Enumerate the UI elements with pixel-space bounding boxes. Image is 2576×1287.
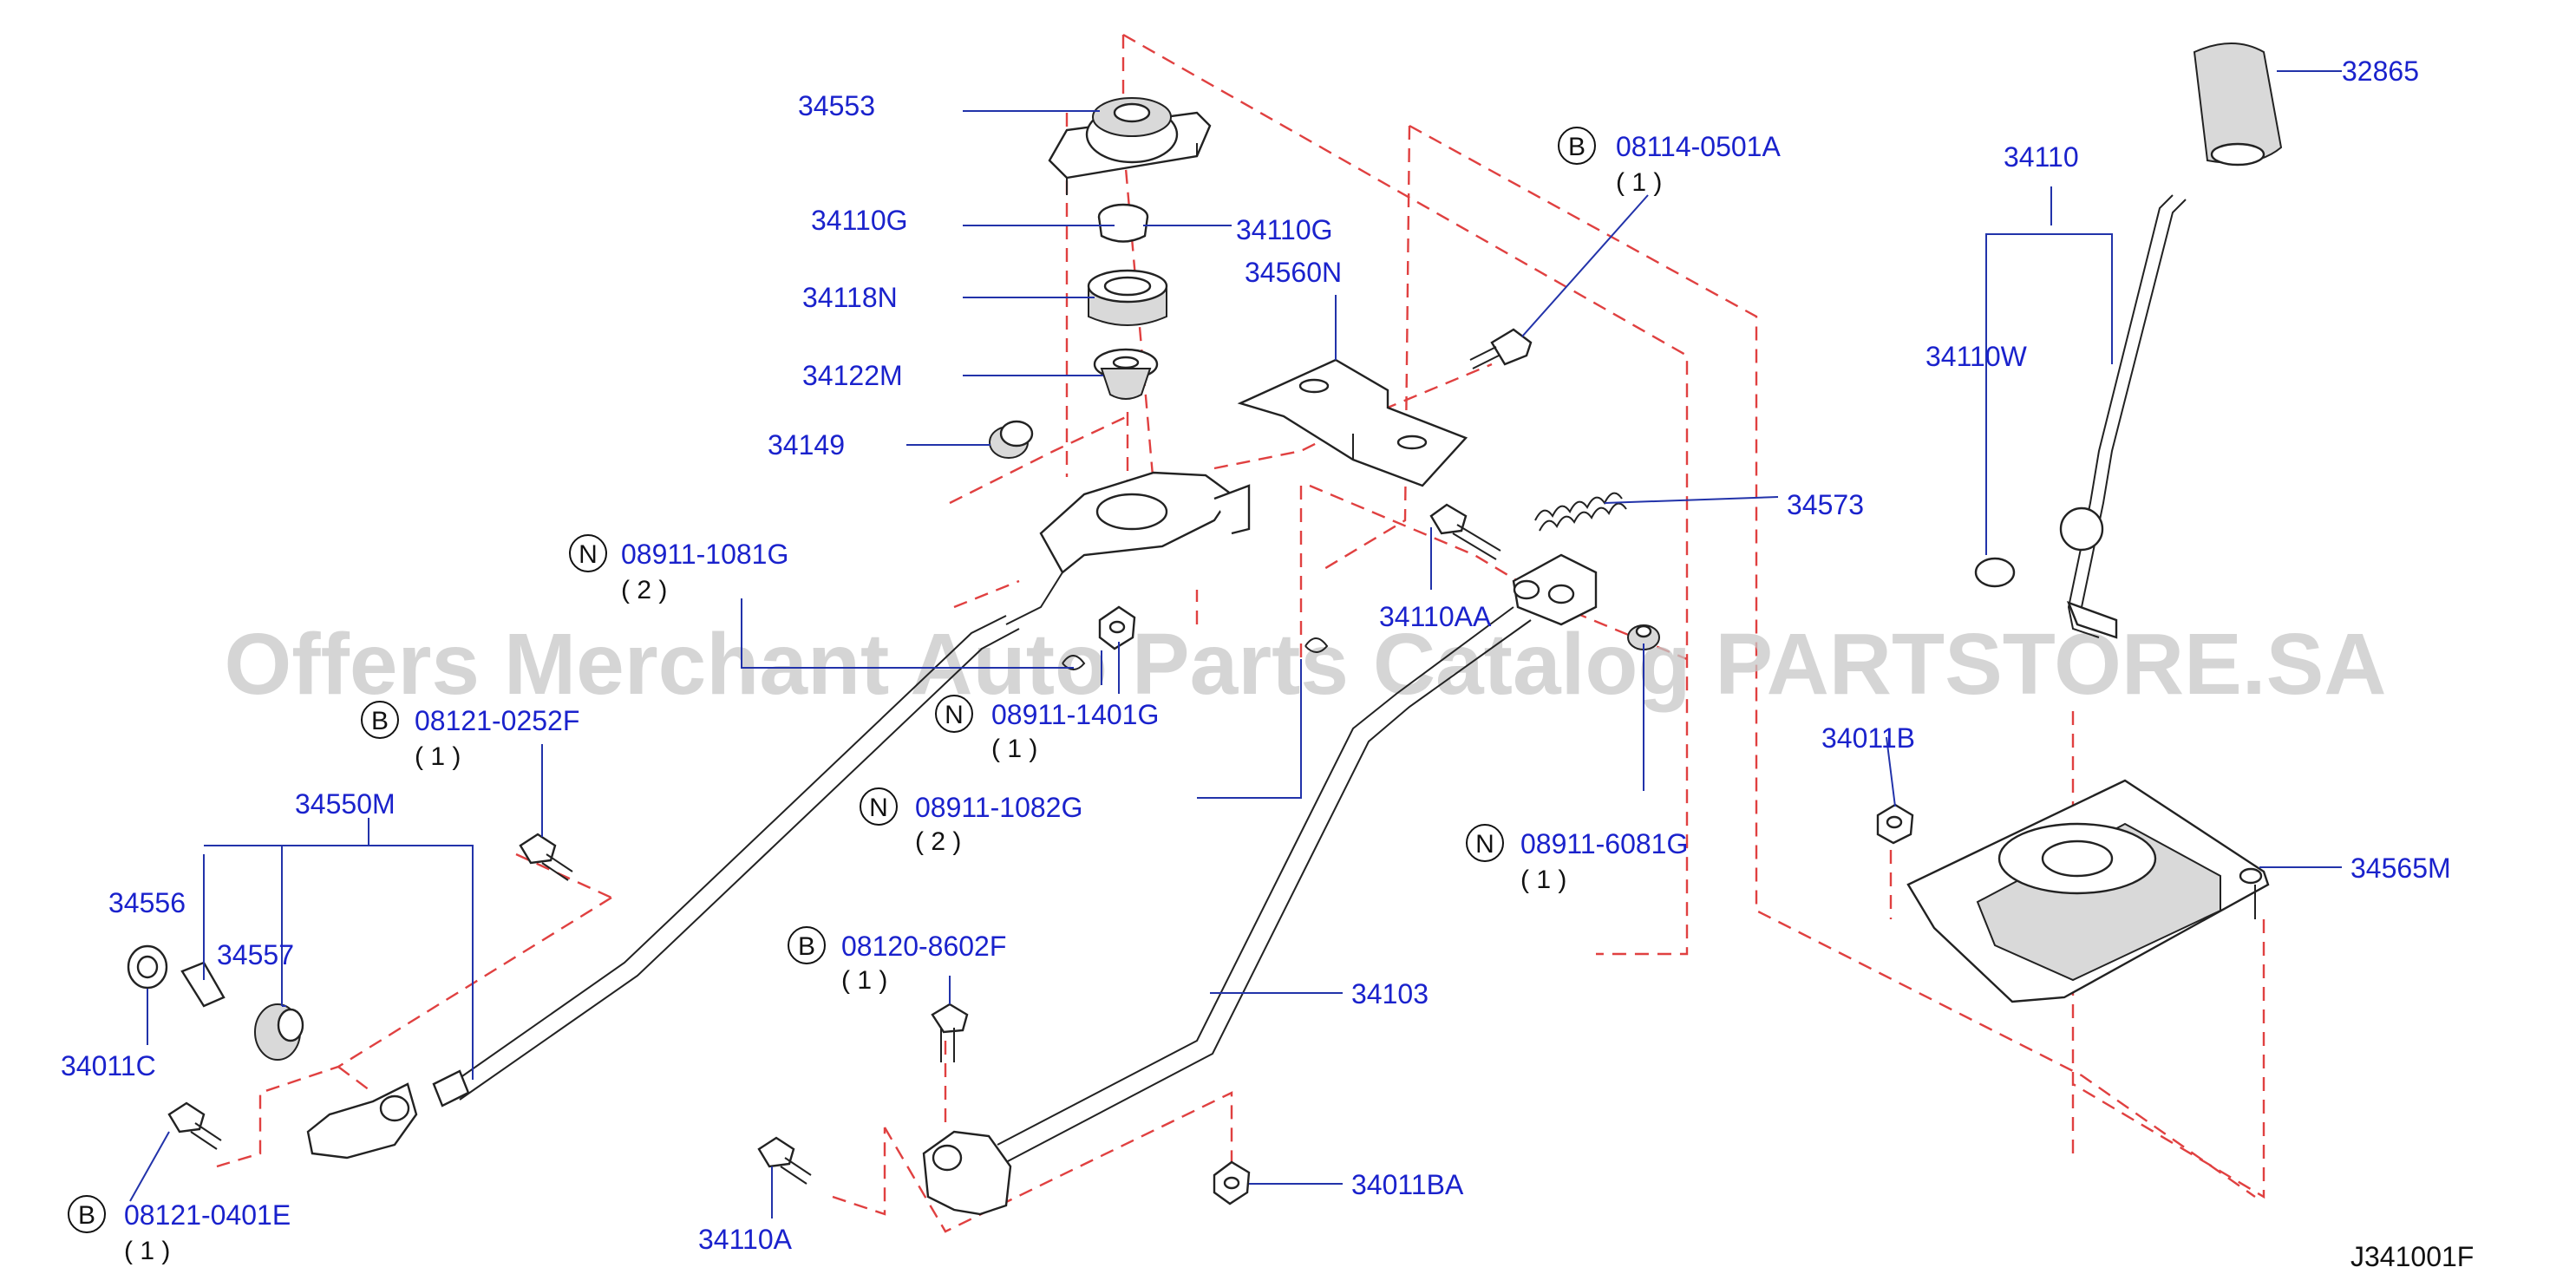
rod-34550M-illustration[interactable] xyxy=(306,615,1020,1160)
label-34118N[interactable]: 34118N xyxy=(802,282,898,313)
part-34122M-illustration[interactable] xyxy=(1093,348,1159,400)
label-34556[interactable]: 34556 xyxy=(108,887,186,918)
callout-n2-part: 08911-1401G xyxy=(991,699,1159,730)
washer-08911-1082G-illustration[interactable] xyxy=(1304,637,1329,653)
callout-b1[interactable]: B 08114-0501A ( 1 ) xyxy=(1558,127,1781,197)
part-34557-illustration[interactable] xyxy=(254,1003,304,1061)
label-34573[interactable]: 34573 xyxy=(1787,489,1864,520)
label-34110A[interactable]: 34110A xyxy=(698,1224,793,1255)
callout-b1-qty: ( 1 ) xyxy=(1616,168,1662,197)
bolt-34110A-illustration[interactable] xyxy=(757,1136,812,1185)
part-labels: 32865 34110 34110W 34553 34110G 34110G 3… xyxy=(61,56,2451,1255)
label-34122M[interactable]: 34122M xyxy=(802,360,903,391)
callout-n3-part: 08911-1082G xyxy=(915,792,1082,823)
callout-n4-qty: ( 1 ) xyxy=(1520,866,1566,894)
callout-n1-prefix: N xyxy=(579,540,598,569)
callout-b3-prefix: B xyxy=(798,932,815,961)
part-34011C-illustration[interactable] xyxy=(127,944,168,990)
label-34011C[interactable]: 34011C xyxy=(61,1050,156,1081)
watermark-text: Offers Merchant Auto Parts Catalog PARTS… xyxy=(225,616,2387,713)
label-34011B[interactable]: 34011B xyxy=(1821,722,1915,754)
part-32865-illustration[interactable] xyxy=(2193,42,2283,167)
part-34110W-illustration[interactable] xyxy=(1974,557,2016,588)
callout-n2-qty: ( 1 ) xyxy=(991,735,1037,763)
bolt-08121-0401E-illustration[interactable] xyxy=(167,1101,222,1150)
label-34011BA[interactable]: 34011BA xyxy=(1351,1169,1464,1200)
label-34557[interactable]: 34557 xyxy=(217,939,294,970)
part-34110G-illustration[interactable] xyxy=(1097,203,1149,243)
callout-b3[interactable]: B 08120-8602F ( 1 ) xyxy=(788,926,1006,995)
callout-n3[interactable]: N 08911-1082G ( 2 ) xyxy=(860,787,1082,856)
label-34149[interactable]: 34149 xyxy=(768,429,845,461)
part-34118N-illustration[interactable] xyxy=(1087,269,1168,326)
label-32865[interactable]: 32865 xyxy=(2342,56,2419,87)
callout-n1-part: 08911-1081G xyxy=(621,539,788,570)
callout-b4-prefix: B xyxy=(78,1201,95,1230)
rod-34103-illustration[interactable] xyxy=(922,606,1532,1216)
callout-b2-qty: ( 1 ) xyxy=(415,742,461,771)
callout-n3-prefix: N xyxy=(869,794,888,822)
callout-b4[interactable]: B 08121-0401E ( 1 ) xyxy=(68,1195,291,1265)
callout-b3-qty: ( 1 ) xyxy=(841,966,887,995)
callout-b2[interactable]: B 08121-0252F ( 1 ) xyxy=(361,701,579,771)
label-34550M[interactable]: 34550M xyxy=(295,788,396,820)
callout-n3-qty: ( 2 ) xyxy=(915,827,961,856)
callout-n4[interactable]: N 08911-6081G ( 1 ) xyxy=(1466,824,1688,894)
label-34110G-right[interactable]: 34110G xyxy=(1236,214,1333,245)
bolt-34110AA-illustration[interactable] xyxy=(1429,503,1501,560)
label-34110[interactable]: 34110 xyxy=(2004,141,2079,173)
leader-lines xyxy=(129,70,2342,1218)
label-34110W[interactable]: 34110W xyxy=(1925,341,2028,372)
callout-b2-part: 08121-0252F xyxy=(415,705,579,736)
nut-34011BA-illustration[interactable] xyxy=(1213,1160,1251,1205)
part-34565M-illustration[interactable] xyxy=(1906,779,2270,1003)
part-34110-illustration[interactable] xyxy=(2059,194,2187,639)
label-34110G-left[interactable]: 34110G xyxy=(811,205,908,236)
callout-b4-qty: ( 1 ) xyxy=(124,1237,170,1265)
bolt-08121-0252F-illustration[interactable] xyxy=(519,833,573,881)
callout-b1-part: 08114-0501A xyxy=(1616,131,1781,162)
part-34560N-illustration[interactable] xyxy=(1237,358,1468,487)
callout-b2-prefix: B xyxy=(371,707,389,735)
callout-b1-prefix: B xyxy=(1568,133,1585,161)
nut-34011B-illustration[interactable] xyxy=(1876,803,1914,845)
label-34103[interactable]: 34103 xyxy=(1351,978,1429,1009)
shift-bracket-upper-illustration[interactable] xyxy=(1005,471,1251,625)
part-34573-illustration[interactable] xyxy=(1534,492,1627,532)
label-34110AA[interactable]: 34110AA xyxy=(1379,601,1492,632)
label-34560N[interactable]: 34560N xyxy=(1245,257,1342,288)
part-34553-illustration[interactable] xyxy=(1048,97,1212,195)
label-34553[interactable]: 34553 xyxy=(798,90,875,121)
callout-n1-qty: ( 2 ) xyxy=(621,576,667,604)
callout-b4-part: 08121-0401E xyxy=(124,1199,291,1231)
callout-n4-prefix: N xyxy=(1475,830,1494,859)
label-34565M[interactable]: 34565M xyxy=(2350,853,2451,884)
callout-b3-part: 08120-8602F xyxy=(841,931,1006,962)
part-34149-illustration[interactable] xyxy=(989,420,1034,459)
part-34556-illustration[interactable] xyxy=(180,961,226,1008)
link-bracket-illustration[interactable] xyxy=(1512,553,1598,626)
bolt-08114-0501A-illustration[interactable] xyxy=(1469,328,1533,369)
bolt-08120-8602F-illustration[interactable] xyxy=(931,1003,969,1062)
callout-n4-part: 08911-6081G xyxy=(1520,828,1688,859)
diagram-code: J341001F xyxy=(2350,1241,2474,1272)
callout-n2-prefix: N xyxy=(945,701,964,729)
callout-n1[interactable]: N 08911-1081G ( 2 ) xyxy=(569,534,788,604)
nut-08911-1401G-illustration[interactable] xyxy=(1098,605,1136,650)
callout-n2[interactable]: N 08911-1401G ( 1 ) xyxy=(935,695,1159,763)
